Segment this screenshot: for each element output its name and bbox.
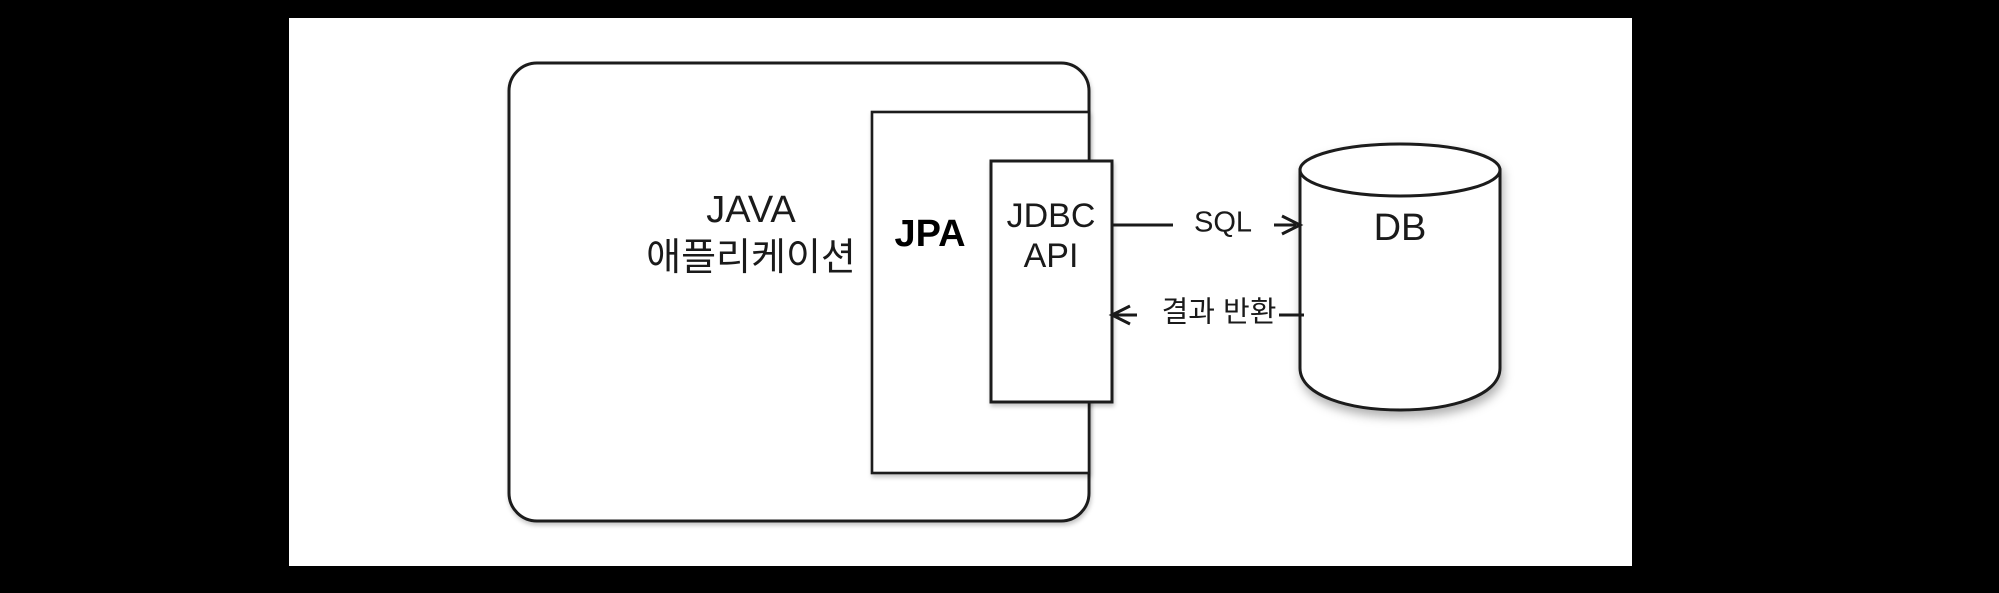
jdbc-api-node[interactable]: JDBC API xyxy=(989,159,1114,404)
diagram-canvas: JAVA 애플리케이션 JPA JDBC API DB xyxy=(289,18,1632,566)
architecture-diagram: JAVA 애플리케이션 JPA JDBC API DB xyxy=(507,61,1502,523)
sql-arrowhead-right xyxy=(1281,214,1304,236)
result-edge-label: 결과 반환 xyxy=(1162,297,1277,329)
sql-edge-label: SQL xyxy=(1194,207,1252,239)
jdbc-api-label-line1: JDBC xyxy=(1007,197,1096,235)
java-application-label-line2: 애플리케이션 xyxy=(646,237,856,279)
jdbc-api-label-line2: API xyxy=(1024,237,1079,275)
java-application-label-line1: JAVA xyxy=(706,189,796,231)
jpa-label: JPA xyxy=(894,213,965,255)
database-label: DB xyxy=(1374,207,1427,249)
database-cylinder-top xyxy=(1298,142,1502,198)
jdbc-api-box xyxy=(989,159,1114,404)
database-node[interactable] xyxy=(1298,142,1502,412)
database-cylinder-body xyxy=(1298,168,1502,412)
edge-result-return[interactable]: 결과 반환 xyxy=(1108,297,1304,329)
edge-sql-request[interactable]: SQL xyxy=(1112,207,1304,239)
